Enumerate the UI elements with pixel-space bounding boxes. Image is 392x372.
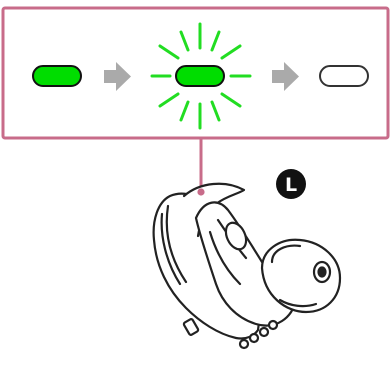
indicator-led-off xyxy=(320,66,368,86)
left-side-badge-letter: L xyxy=(285,174,297,196)
earbud-illustration xyxy=(154,184,340,348)
left-side-badge: L xyxy=(276,169,306,199)
indicator-led-lit xyxy=(33,66,81,86)
